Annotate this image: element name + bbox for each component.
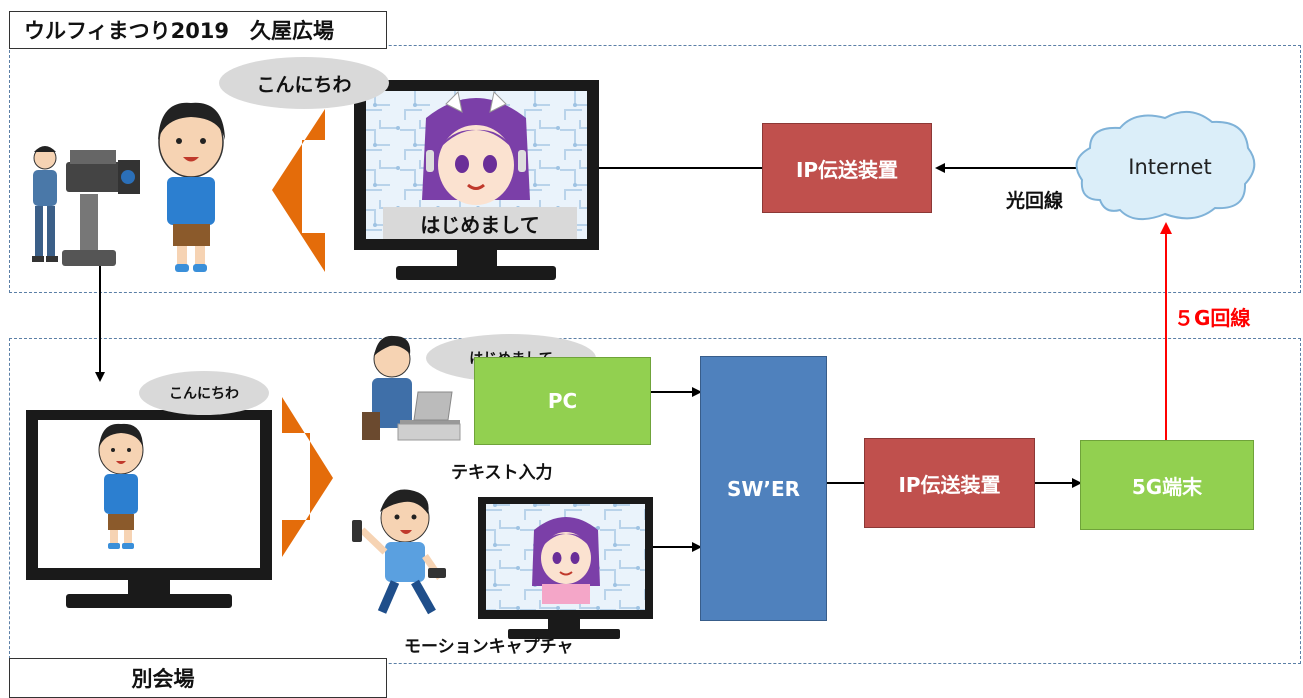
boy-illustration-bottom (98, 423, 144, 549)
camera-operator-illustration (32, 146, 58, 262)
boy-illustration-top (158, 102, 225, 272)
orange-arrow-left (272, 109, 325, 272)
avatar-illustration-top (422, 90, 530, 205)
text-input-label: テキスト入力 (451, 463, 553, 483)
ip-transmitter-top: IP伝送装置 (762, 123, 932, 213)
pc-box: PC (474, 357, 651, 445)
venue-top-title: ウルフィまつり2019 久屋広場 (9, 11, 387, 49)
venue-top-zone (9, 45, 1301, 293)
ip-transmitter-bottom: IP伝送装置 (864, 438, 1035, 528)
orange-arrow-right (282, 397, 333, 557)
mocap-person-illustration (352, 489, 446, 615)
internet-cloud (1075, 111, 1256, 221)
line-5g-label: ５G回線 (1174, 306, 1251, 330)
operator-illustration (362, 335, 461, 441)
fiber-line-label: 光回線 (1006, 190, 1064, 212)
internet-cloud-label: Internet (1128, 155, 1212, 179)
venue-bottom-zone (9, 338, 1301, 664)
switcher-box: SW’ER (700, 356, 827, 621)
mocap-label: モーションキャプチャ (404, 637, 574, 657)
bottom-left-monitor (26, 410, 272, 608)
tv-camera-icon (62, 150, 140, 266)
speech-bubble-top: こんにちわ (219, 57, 389, 109)
monitor-caption: はじめまして (383, 207, 577, 239)
speech-bubble-bottom: こんにちわ (139, 371, 269, 415)
terminal-5g-box: 5G端末 (1080, 440, 1254, 530)
avatar-illustration-bottom (532, 517, 600, 604)
